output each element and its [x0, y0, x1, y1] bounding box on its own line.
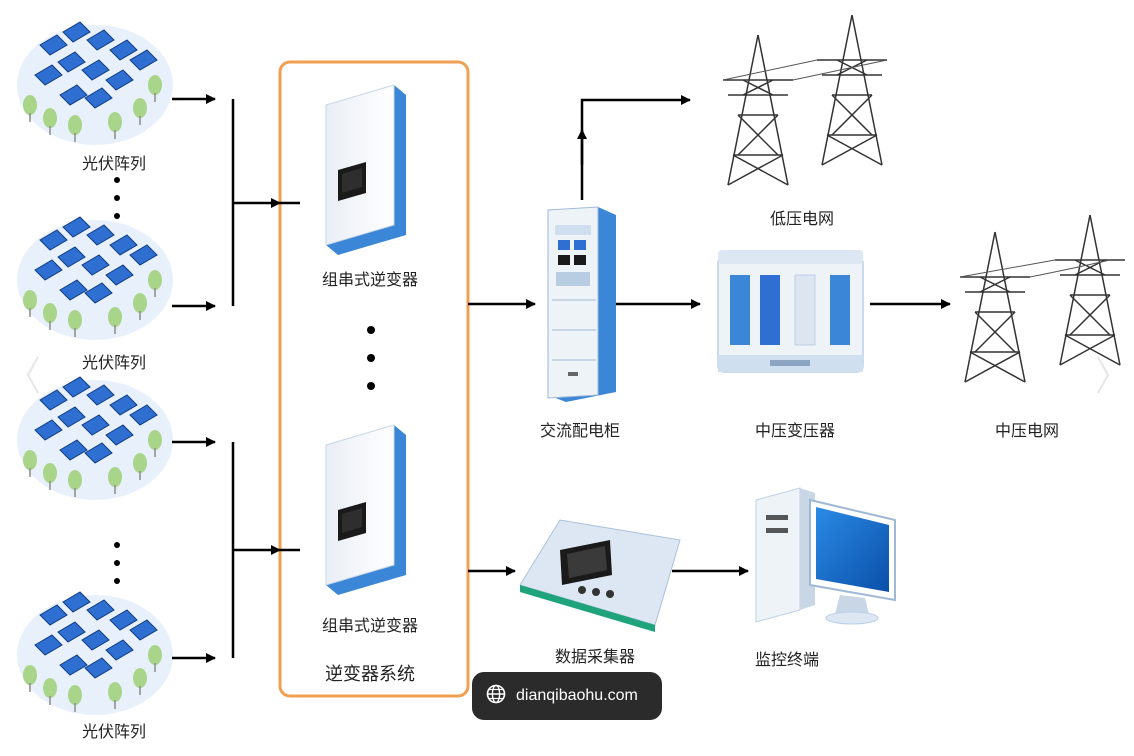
inverter-output-lines	[468, 299, 536, 576]
pv-array-1	[16, 21, 174, 146]
mv-grid-label: 中压电网	[995, 421, 1060, 440]
pv-ellipsis-top	[114, 177, 120, 219]
inverter-system-label: 逆变器系统	[325, 664, 415, 685]
mv-tower-1	[959, 231, 1031, 383]
cabinet-to-lv-lines	[577, 95, 951, 576]
lv-tower-1	[722, 34, 794, 186]
pv-array-label-4: 光伏阵列	[82, 722, 147, 741]
mv-transformer-label: 中压变压器	[755, 421, 836, 440]
monitoring-terminal	[755, 487, 896, 625]
lv-grid-label: 低压电网	[770, 209, 835, 228]
mv-tower-2	[1054, 214, 1126, 366]
watermark-badge[interactable]: dianqibaohu.com	[472, 672, 662, 720]
string-inverter-2	[325, 424, 407, 596]
data-collector	[519, 519, 681, 632]
data-collector-label: 数据采集器	[555, 647, 636, 666]
mv-transformer	[717, 250, 864, 373]
lv-tower-2	[816, 14, 888, 166]
inverter-ellipsis	[367, 326, 375, 390]
mv-wires	[959, 259, 1111, 278]
string-inverter-label-1: 组串式逆变器	[322, 270, 419, 289]
pv-array-4	[16, 591, 174, 716]
watermark-text: dianqibaohu.com	[516, 687, 638, 704]
globe-icon	[486, 684, 506, 709]
pv-to-inverter-lines	[172, 94, 300, 663]
prev-arrow-icon[interactable]	[26, 355, 40, 395]
string-inverter-1	[325, 84, 407, 256]
ac-distribution-cabinet	[547, 206, 616, 402]
pv-array-label-2: 光伏阵列	[82, 353, 147, 372]
inverter-system-border	[278, 60, 470, 698]
lv-wires	[722, 59, 888, 81]
pv-array-3	[16, 376, 174, 501]
string-inverter-label-2: 组串式逆变器	[322, 616, 419, 635]
next-arrow-icon[interactable]	[1096, 355, 1110, 395]
pv-array-label-1: 光伏阵列	[82, 154, 147, 173]
monitoring-terminal-label: 监控终端	[755, 650, 820, 669]
pv-array-2	[16, 216, 174, 341]
pv-ellipsis-bottom	[114, 542, 120, 584]
ac-cabinet-label: 交流配电柜	[540, 421, 621, 440]
